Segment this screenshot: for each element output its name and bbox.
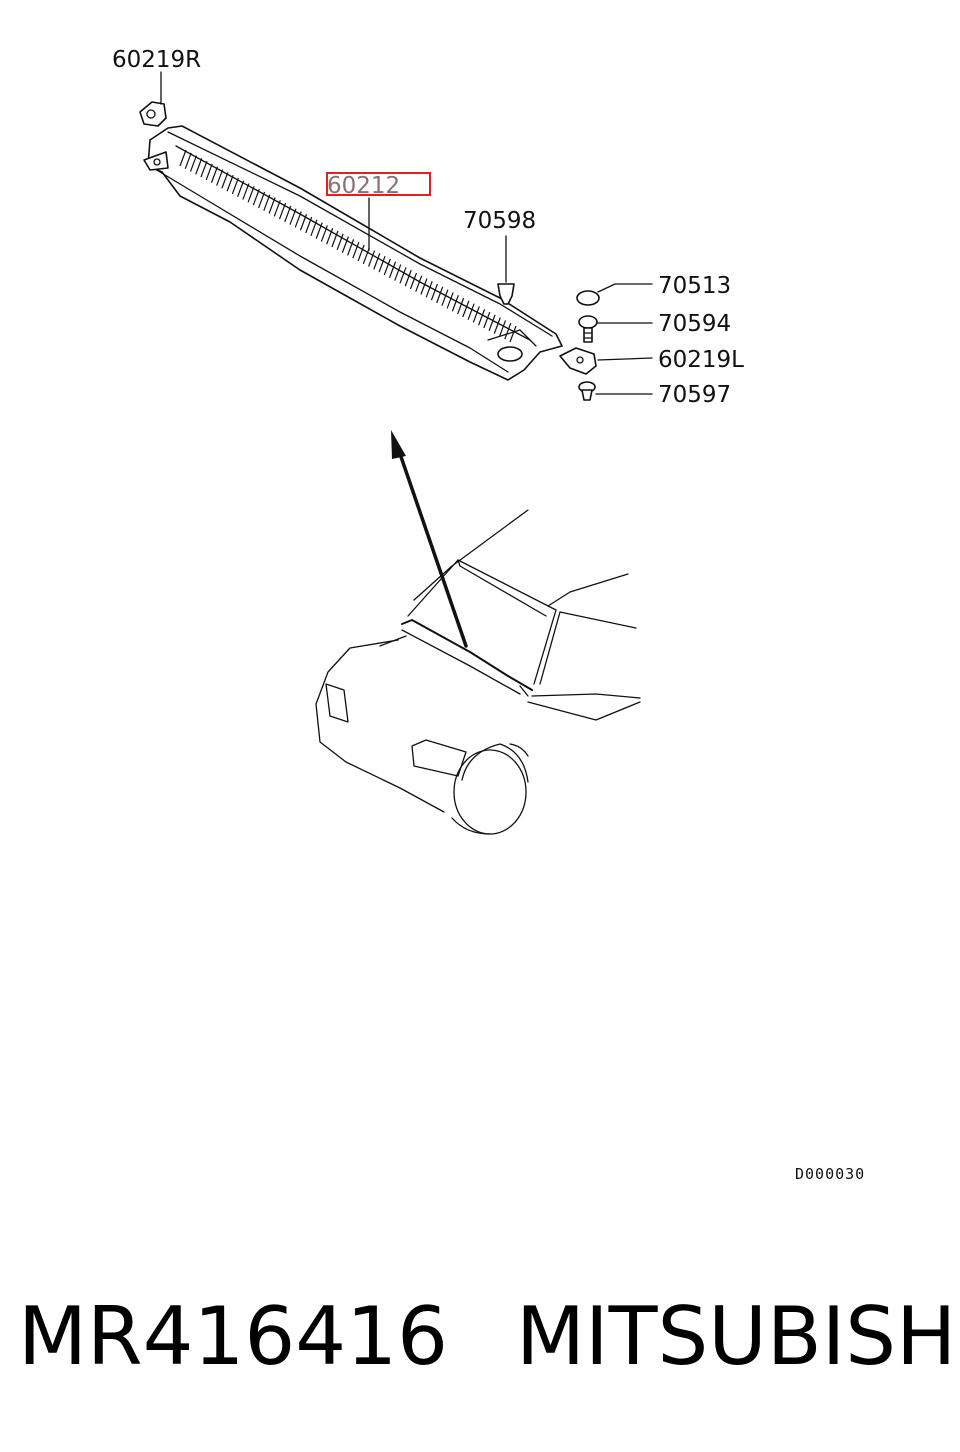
callout-70594: 70594 <box>658 311 731 337</box>
callout-60219L: 60219L <box>658 347 744 373</box>
callout-60219R: 60219R <box>112 47 201 73</box>
screw-70594-part <box>578 315 598 343</box>
leader-60219L <box>597 357 653 361</box>
cowl-panel-part <box>143 125 563 381</box>
callout-60212: 60212 <box>327 173 400 199</box>
location-arrow <box>391 430 468 648</box>
leader-70513 <box>597 283 653 293</box>
bracket-right-part <box>139 101 167 127</box>
callout-70598: 70598 <box>463 208 536 234</box>
brand-name: MITSUBISHI <box>516 1290 960 1383</box>
bracket-left-part <box>559 347 597 375</box>
footer-caption: MR416416 MITSUBISHI <box>18 1290 960 1383</box>
callout-60212-highlight <box>326 172 431 196</box>
clip-70598-part <box>497 283 515 305</box>
cap-70513-part <box>576 290 600 306</box>
diagram-code: D000030 <box>795 1165 865 1183</box>
vehicle-outline <box>315 509 641 835</box>
clip-70597-part <box>578 381 596 401</box>
callout-70513: 70513 <box>658 273 731 299</box>
part-number: MR416416 <box>18 1290 448 1383</box>
callout-70597: 70597 <box>658 382 731 408</box>
cowl-louvres <box>179 149 517 343</box>
